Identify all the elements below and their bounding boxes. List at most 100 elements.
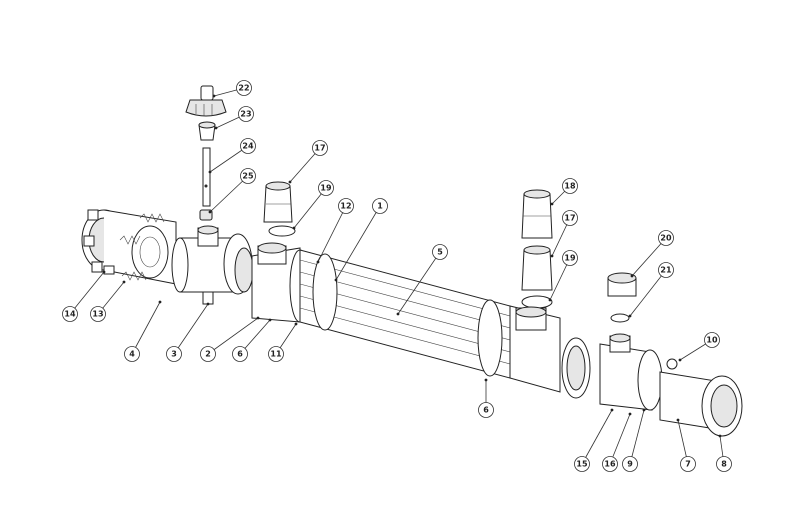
leader-dot (610, 408, 614, 412)
callout-circle (716, 456, 732, 472)
leader-dot (718, 434, 722, 438)
callout-circle (432, 244, 448, 260)
callout-circle (338, 198, 354, 214)
callout-22-c22: 22 (212, 80, 252, 98)
callout-number: 19 (320, 184, 332, 193)
leader-dot (292, 226, 296, 230)
callout-number: 11 (270, 350, 282, 359)
left-union-nut-part (81, 209, 177, 285)
leader-dot (102, 270, 106, 274)
callout-6-c6a: 6 (232, 318, 272, 362)
callout-number: 23 (240, 110, 251, 119)
callout-11-c11: 11 (268, 322, 298, 362)
callout-number: 19 (564, 254, 576, 263)
leader-line (631, 237, 667, 277)
leader-dot (676, 418, 680, 422)
callout-circle (622, 456, 638, 472)
right-plug-part (607, 272, 637, 323)
callout-circle (312, 140, 328, 156)
callout-circle (90, 306, 106, 322)
callout-circle (268, 346, 284, 362)
callout-circle (62, 306, 78, 322)
callout-23-c23: 23 (214, 106, 254, 130)
leader-dot (396, 312, 400, 316)
leader-line (131, 301, 161, 355)
callout-number: 3 (171, 350, 177, 359)
left-flange-part (171, 225, 254, 305)
callout-number: 6 (237, 350, 243, 359)
callout-number: 25 (242, 172, 254, 181)
callout-number: 17 (564, 214, 575, 223)
callout-15-c15: 15 (574, 408, 614, 472)
leader-line (581, 409, 613, 465)
callout-19-c19a: 19 (292, 180, 334, 230)
callout-24-c24: 24 (208, 138, 256, 174)
spring-parts (119, 213, 165, 281)
callout-circle (574, 456, 590, 472)
leader-dot (208, 210, 212, 214)
callout-16-c16: 16 (602, 412, 632, 472)
callout-4-c4: 4 (124, 300, 162, 362)
callout-circle (372, 198, 388, 214)
upper-fitting-part (263, 181, 296, 237)
callout-number: 7 (685, 460, 691, 469)
callout-number: 13 (92, 310, 103, 319)
right-upper-fitting-part (521, 189, 553, 309)
callout-3-c3: 3 (166, 302, 210, 362)
callout-circle (562, 250, 578, 266)
leader-line (173, 303, 209, 355)
callout-number: 21 (660, 266, 672, 275)
callout-number: 1 (377, 202, 383, 211)
right-union-nut-part (659, 358, 743, 437)
tube-bundle-part (299, 249, 511, 379)
callout-18-c18: 18 (550, 178, 578, 206)
callout-number: 17 (314, 144, 325, 153)
valve-cap-part (198, 121, 216, 141)
leader-dot (122, 280, 126, 284)
right-flange-part (599, 333, 663, 411)
callout-number: 6 (483, 406, 489, 415)
leader-line (397, 251, 441, 315)
callout-circle (602, 456, 618, 472)
callout-number: 8 (721, 460, 727, 469)
callout-19-c19b: 19 (548, 250, 578, 302)
leader-line (629, 269, 667, 317)
callout-10-c10: 10 (678, 332, 720, 362)
callout-circle (124, 346, 140, 362)
callout-number: 4 (129, 350, 135, 359)
callout-2-c2: 2 (200, 316, 260, 362)
leader-dot (334, 278, 338, 282)
leader-dot (288, 180, 292, 184)
leader-dot (484, 378, 488, 382)
leader-dot (206, 302, 210, 306)
callout-circle (478, 402, 494, 418)
callout-circle (658, 230, 674, 246)
valve-knob-part (185, 85, 227, 117)
callout-circle (704, 332, 720, 348)
callout-13-c13: 13 (90, 280, 126, 322)
callout-number: 9 (627, 460, 633, 469)
leader-dot (294, 322, 298, 326)
callout-circle (240, 168, 256, 184)
leader-line (293, 187, 327, 229)
callout-circle (318, 180, 334, 196)
callout-number: 5 (437, 248, 443, 257)
leader-dot (548, 298, 552, 302)
leader-dot (630, 274, 634, 278)
valve-rod-part (202, 147, 211, 207)
leader-dot (628, 412, 632, 416)
callout-number: 22 (238, 84, 249, 93)
callout-17-c17b: 17 (550, 210, 578, 258)
callout-circle (680, 456, 696, 472)
callout-17-c17a: 17 (288, 140, 328, 184)
callout-5-c5: 5 (396, 244, 448, 316)
leader-dot (316, 260, 320, 264)
callout-circle (562, 210, 578, 226)
callout-number: 12 (340, 202, 351, 211)
callout-number: 24 (242, 142, 254, 151)
callout-number: 14 (64, 310, 76, 319)
leader-dot (628, 314, 632, 318)
callout-9-c9: 9 (622, 408, 646, 472)
